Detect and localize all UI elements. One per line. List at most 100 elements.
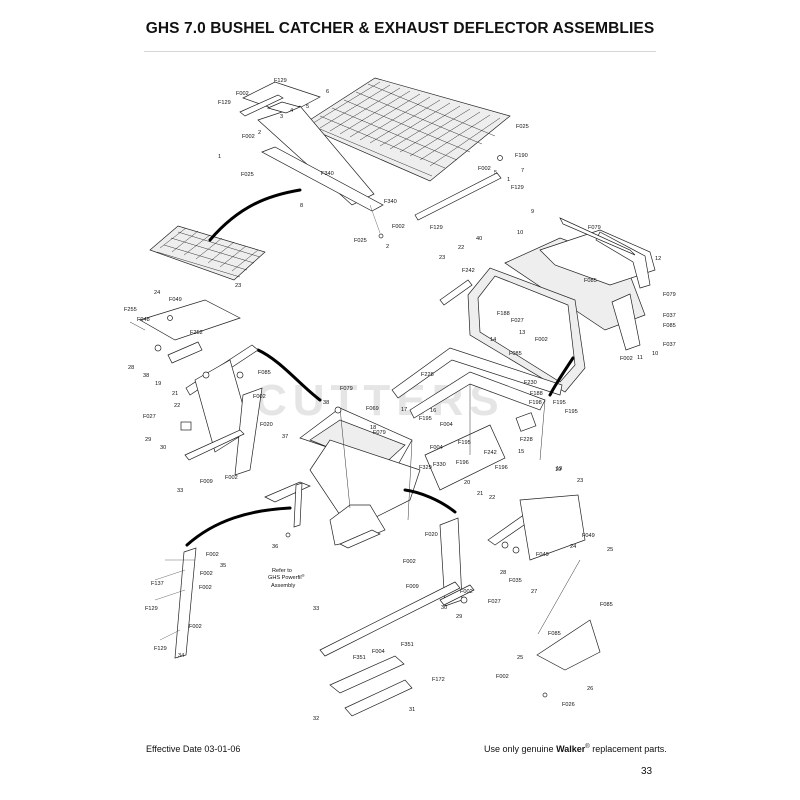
refer-line-3: Assembly	[271, 583, 295, 589]
frame-post	[339, 407, 351, 509]
plate-31	[344, 679, 413, 717]
callout-label: F037	[663, 342, 676, 348]
callout-label: 28	[128, 365, 134, 371]
callout-label: F049	[169, 297, 182, 303]
callout-label: F027	[143, 414, 156, 420]
brand-name: Walker	[556, 744, 586, 754]
callout-label: 2	[386, 244, 389, 250]
callout-label: F002	[225, 475, 238, 481]
callout-label: F085	[600, 602, 613, 608]
lower-angle-right	[439, 584, 475, 606]
frame-strap	[339, 529, 381, 549]
knob	[497, 155, 503, 161]
callout-label: 8	[300, 203, 303, 209]
arrow-to-deflector	[548, 356, 575, 397]
callout-label: F085	[663, 323, 676, 329]
callout-label: F188	[530, 391, 543, 397]
hinge-bar-right	[519, 494, 586, 561]
callout-label: 18	[370, 425, 376, 431]
left-hinge-assembly	[129, 299, 263, 476]
callout-label: 25	[607, 547, 613, 553]
rail-end	[266, 101, 302, 114]
callout-label: F195	[553, 400, 566, 406]
callout-label: 29	[145, 437, 151, 443]
thumb-screen	[149, 225, 266, 281]
callout-label: F228	[520, 437, 533, 443]
callout-label: F025	[354, 238, 367, 244]
callout-label: F129	[274, 78, 287, 84]
callout-label: 38	[143, 373, 149, 379]
callout-label: F129	[430, 225, 443, 231]
callout-label: 22	[174, 403, 180, 409]
callout-label: F020	[425, 532, 438, 538]
callout-label: 20	[464, 480, 470, 486]
nut	[154, 344, 162, 352]
callout-label: 25	[517, 655, 523, 661]
upper-frame-inner	[477, 275, 576, 383]
callout-label: 9	[531, 209, 534, 215]
callout-label: F195	[419, 416, 432, 422]
callout-label: F129	[218, 100, 231, 106]
callout-label: F079	[373, 430, 386, 436]
hinge-bar	[139, 299, 241, 341]
callout-label: F004	[430, 445, 443, 451]
callout-label: 19	[556, 466, 562, 472]
callout-label: F329	[419, 465, 432, 471]
callout-label: F009	[406, 584, 419, 590]
callout-label: F027	[488, 599, 501, 605]
bolt	[129, 321, 146, 331]
callouts-deflector: 9 F079 10 12 F085 F079 F037 F085 F037 10…	[323, 209, 676, 472]
callout-label: 11	[637, 355, 643, 361]
callout-label: 15	[518, 449, 524, 455]
callout-label: 12	[655, 256, 661, 262]
refer-line-2: GHS Powerfil®	[268, 573, 305, 582]
lower-rail	[261, 146, 384, 212]
callout-label: F025	[516, 124, 529, 130]
callout-label: 22	[458, 245, 464, 251]
page-number: 33	[641, 766, 653, 777]
refer-line-1: Refer to	[272, 568, 292, 574]
bushing	[202, 371, 210, 379]
callout-label: 30	[160, 445, 166, 451]
callout-label: 36	[272, 544, 278, 550]
callout-label: 28	[500, 570, 506, 576]
callout-label: F230	[524, 380, 537, 386]
right-hinge-assembly	[319, 494, 601, 717]
callout-label: F129	[511, 185, 524, 191]
callout-label: F002	[189, 624, 202, 630]
bolt	[334, 406, 342, 414]
callout-label: F002	[200, 571, 213, 577]
post	[174, 547, 197, 659]
lower-frame-mid	[409, 371, 546, 419]
callout-label: F002	[206, 552, 219, 558]
callout-label: 14	[490, 337, 496, 343]
callout-label: F004	[372, 649, 385, 655]
callout-label: F340	[384, 199, 397, 205]
bushing	[460, 596, 468, 604]
nut	[167, 315, 173, 321]
callout-label: 5	[494, 170, 497, 176]
frame-post	[407, 439, 413, 521]
frame-strut	[439, 279, 473, 306]
callout-label: 24	[570, 544, 576, 550]
callout-label: 37	[282, 434, 288, 440]
deflector-rail	[559, 217, 636, 256]
right-angle-rail	[414, 172, 502, 221]
side-strap	[234, 387, 263, 476]
callout-label: 3	[280, 114, 283, 120]
screen-thumbnail	[149, 225, 266, 281]
exhaust-deflector-assembly	[391, 217, 656, 491]
frame-strap	[264, 481, 311, 503]
page-title: GHS 7.0 BUSHEL CATCHER & EXHAUST DEFLECT…	[145, 20, 655, 37]
callout-label: F002	[199, 585, 212, 591]
callout-label: F079	[588, 225, 601, 231]
callout-label: F049	[536, 552, 549, 558]
callout-label: F252	[190, 330, 203, 336]
callout-label: F002	[535, 337, 548, 343]
callout-label: F198	[529, 400, 542, 406]
callout-label: 10	[517, 230, 523, 236]
arrow-to-right	[403, 488, 457, 514]
callout-label: 23	[577, 478, 583, 484]
callout-label: 2	[258, 130, 261, 136]
